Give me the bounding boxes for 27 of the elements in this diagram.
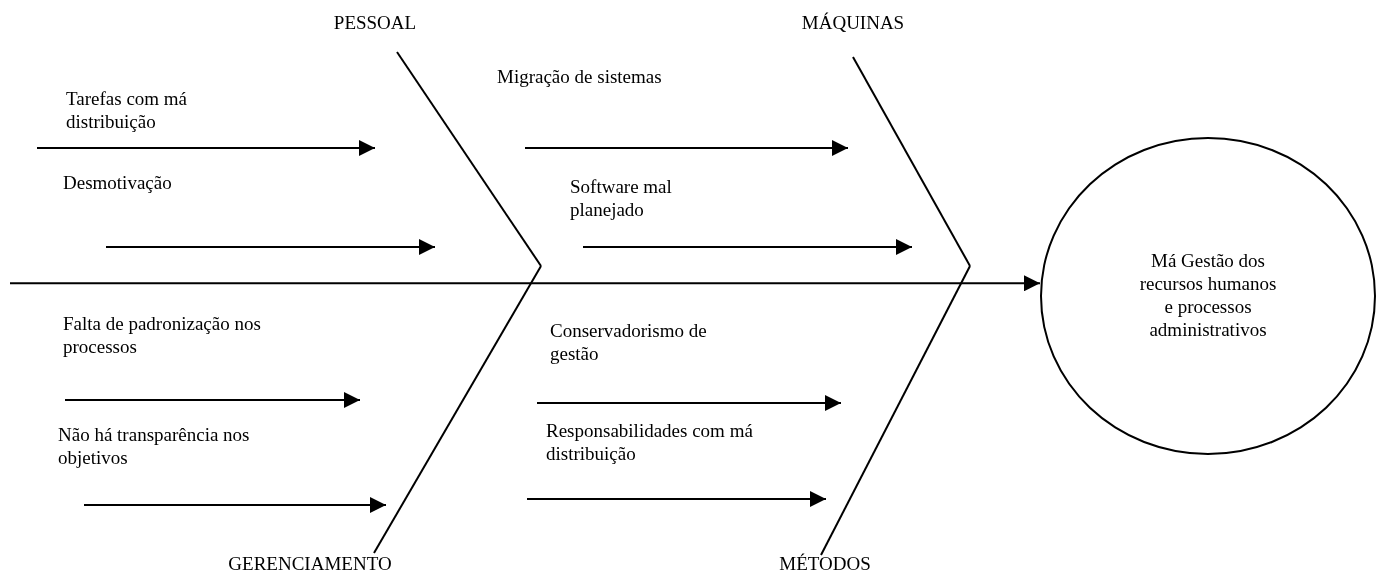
arrow [582,239,913,255]
cause-label: Falta de padronização nos processos [63,313,262,359]
arrow [36,140,376,156]
cause-label: Não há transparência nos objetivos [58,424,251,470]
arrow [105,239,436,255]
category-label: MÁQUINAS [801,12,905,35]
arrow [524,140,849,156]
cause-label: Responsabilidades com má distribuição [546,420,754,466]
arrow [526,491,827,507]
cause-label: Migração de sistemas [497,66,663,89]
cause-label: Desmotivação [63,172,173,195]
category-label: GERENCIAMENTO [228,553,392,576]
category-label: MÉTODOS [779,553,871,576]
category-label: PESSOAL [333,12,417,35]
arrow [9,275,1041,292]
bone-line [820,265,971,556]
arrow [536,395,842,411]
bone-line [396,51,542,267]
arrow [83,497,387,513]
arrow [64,392,361,408]
bone-line [852,56,971,267]
cause-label: Conservadorismo de gestão [550,320,708,366]
cause-label: Tarefas com má distribuição [66,88,189,134]
bone-line [373,265,542,554]
effect-text: Má Gestão dos recursos humanos e processos administrativos [1138,250,1278,342]
cause-label: Software mal planejado [570,176,673,222]
effect-circle [1040,137,1376,455]
